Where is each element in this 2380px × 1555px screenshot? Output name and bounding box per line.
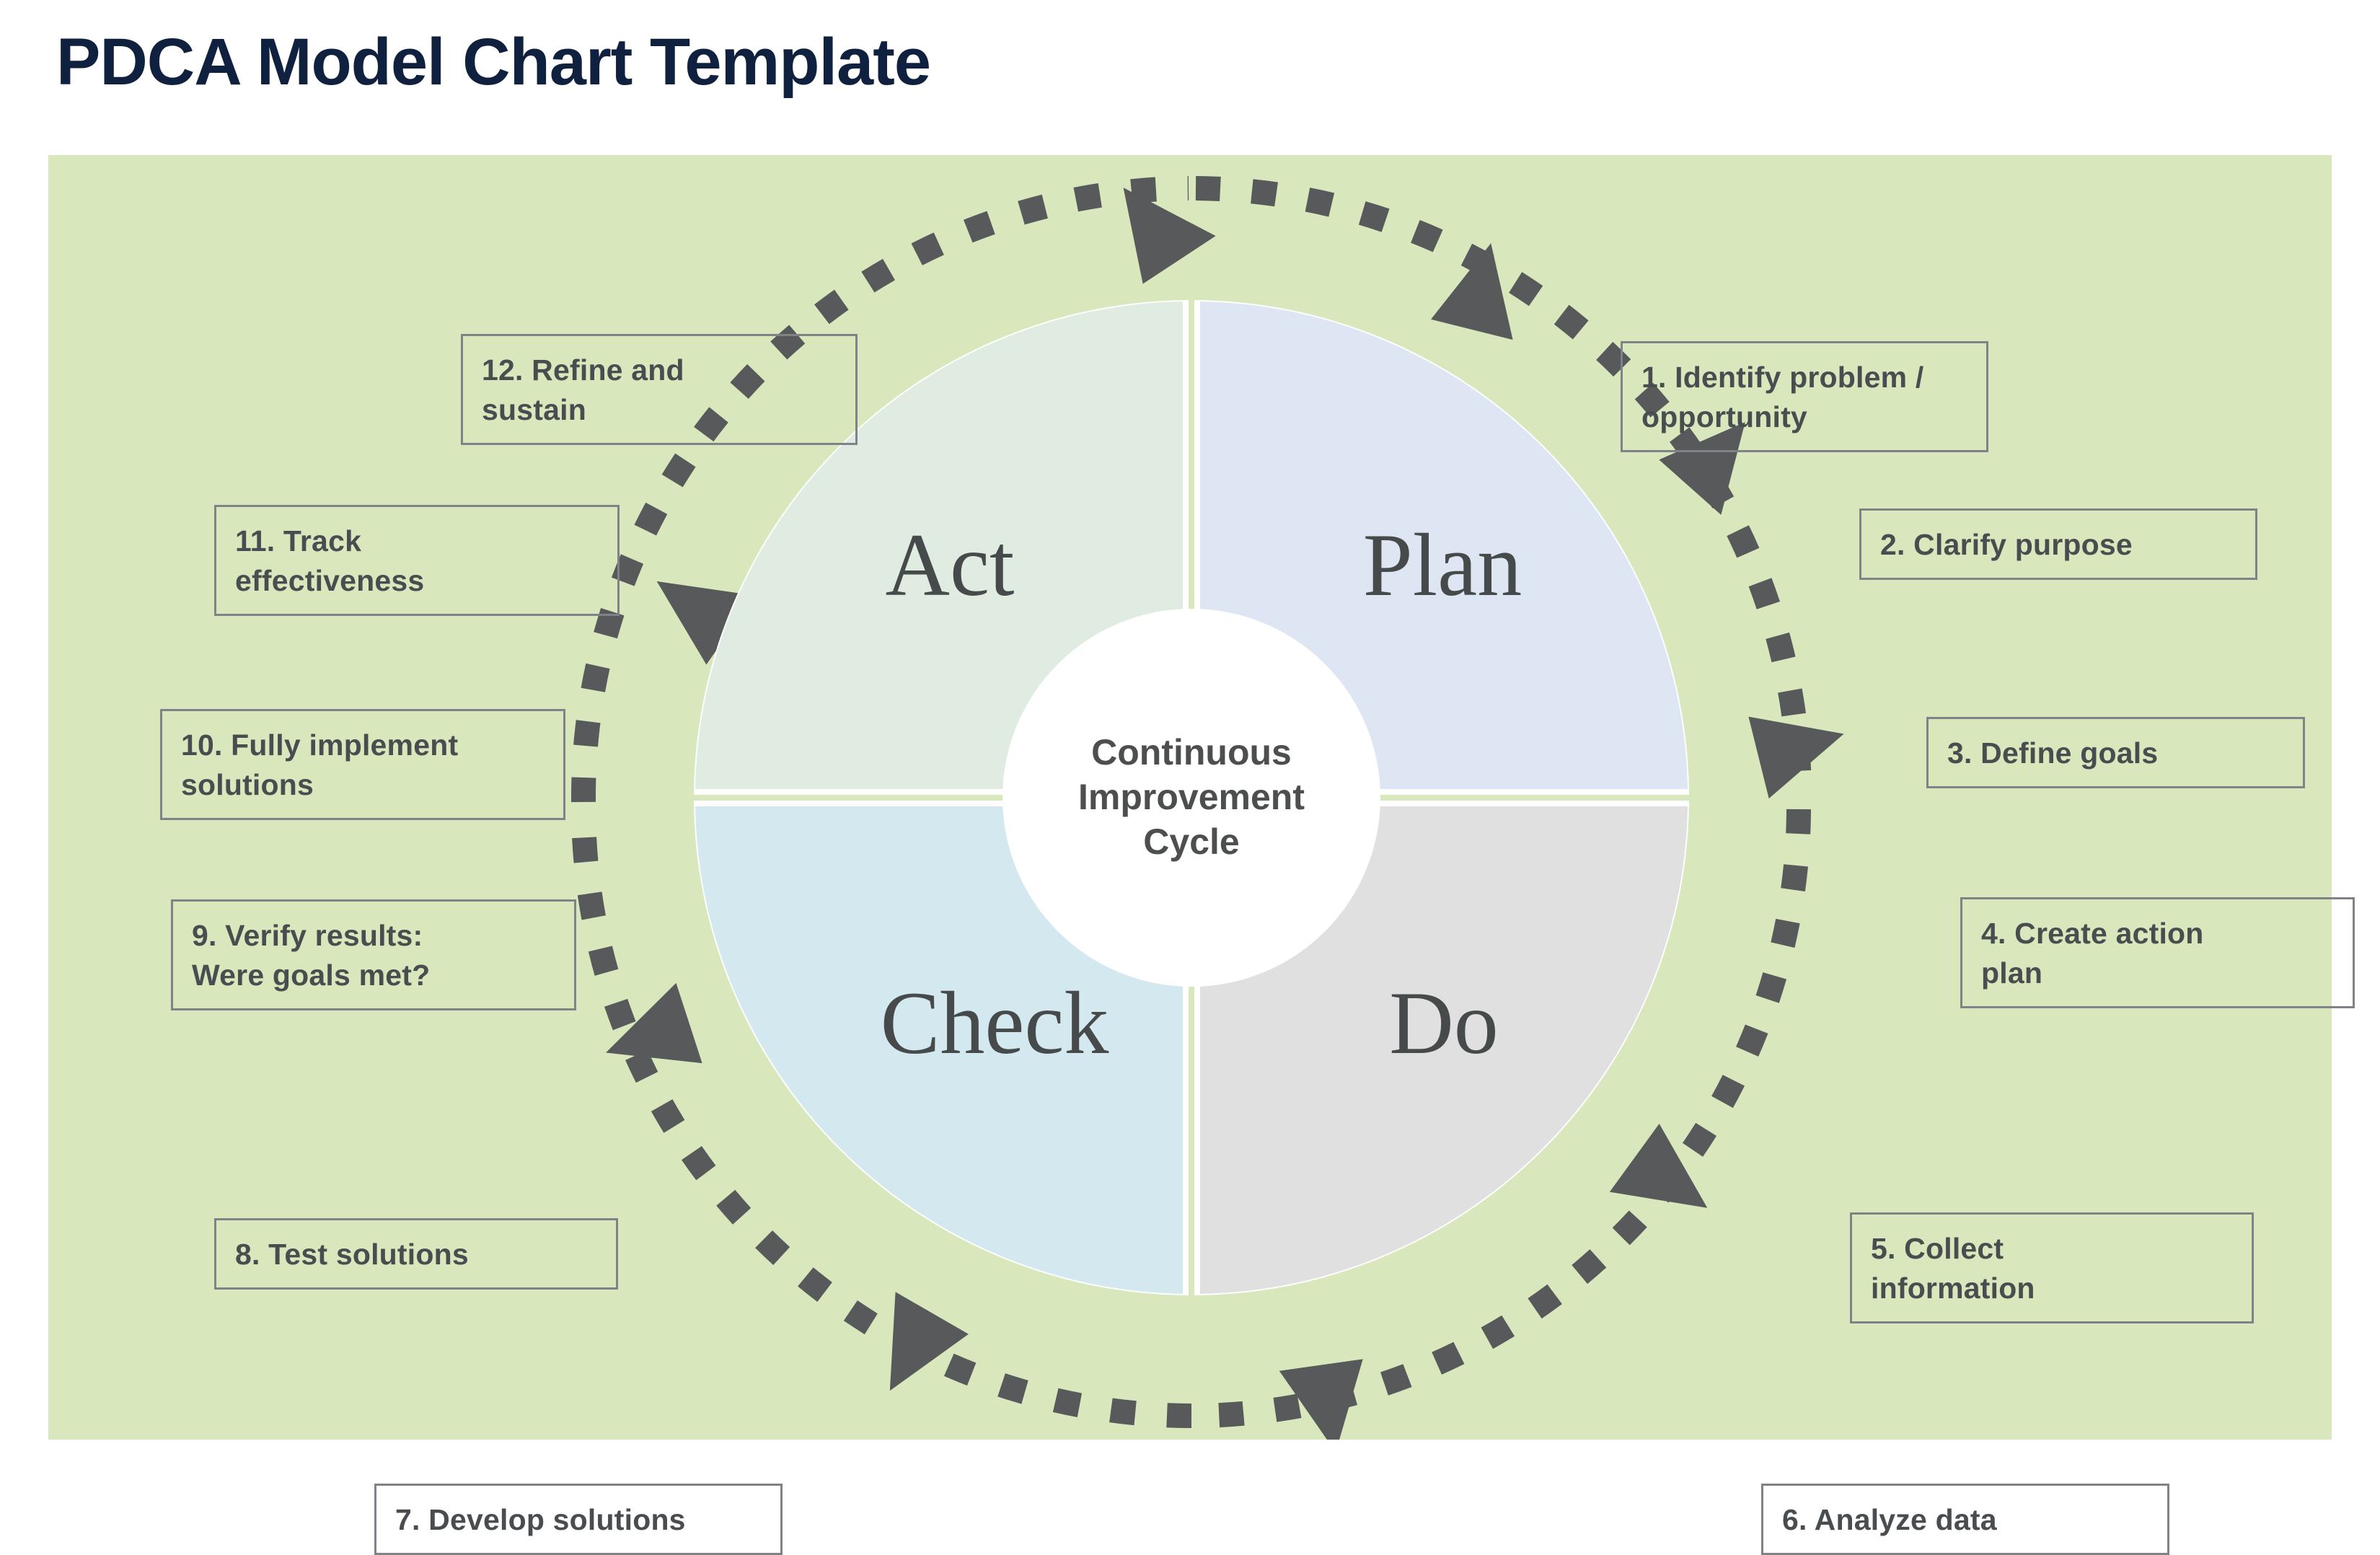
step-box-6[interactable]: 6. Analyze data bbox=[1761, 1484, 2169, 1555]
step-11-line-1: 11. Track bbox=[235, 524, 362, 558]
arrowhead-lower-right bbox=[1609, 1124, 1708, 1208]
quadrant-labels: Plan Do Check Act bbox=[881, 516, 1522, 1072]
arrowhead-top-left bbox=[1123, 188, 1216, 284]
center-hub-text: Continuous Improvement Cycle bbox=[1078, 732, 1305, 862]
center-line-3: Cycle bbox=[1143, 821, 1239, 862]
step-box-10[interactable]: 10. Fully implement solutions bbox=[160, 709, 565, 820]
step-1-line-2: opportunity bbox=[1641, 400, 1807, 433]
quadrant-label-check: Check bbox=[881, 974, 1109, 1072]
step-box-8[interactable]: 8. Test solutions bbox=[214, 1218, 618, 1290]
step-box-7[interactable]: 7. Develop solutions bbox=[374, 1484, 783, 1555]
arrowhead-upper-right bbox=[1431, 243, 1513, 340]
step-box-3[interactable]: 3. Define goals bbox=[1926, 717, 2305, 788]
step-10-line-2: solutions bbox=[181, 767, 314, 801]
step-box-9[interactable]: 9. Verify results: Were goals met? bbox=[171, 899, 576, 1010]
page-title: PDCA Model Chart Template bbox=[56, 25, 931, 99]
step-box-5[interactable]: 5. Collect information bbox=[1850, 1212, 2254, 1323]
step-5-line-2: information bbox=[1871, 1271, 2035, 1305]
arrowhead-bottom bbox=[1279, 1359, 1363, 1440]
step-2-line-1: 2. Clarify purpose bbox=[1880, 528, 2133, 561]
ring-arc-plan bbox=[1195, 176, 1812, 803]
step-9-line-2: Were goals met? bbox=[192, 958, 431, 992]
center-line-1: Continuous bbox=[1091, 732, 1292, 772]
step-7-line-1: 7. Develop solutions bbox=[395, 1503, 686, 1536]
quadrant-label-do: Do bbox=[1389, 974, 1499, 1072]
diagram-panel: Plan Do Check Act Continuous Improvement… bbox=[48, 155, 2355, 1555]
step-box-2[interactable]: 2. Clarify purpose bbox=[1859, 508, 2257, 580]
pdca-wheel: Plan Do Check Act Continuous Improvement… bbox=[570, 176, 1844, 1440]
step-box-12[interactable]: 12. Refine and sustain bbox=[461, 334, 858, 445]
step-11-line-2: effectiveness bbox=[235, 563, 425, 597]
arrowhead-right bbox=[1748, 716, 1844, 799]
cycle-arrow-ring bbox=[570, 176, 1844, 1440]
step-5-line-1: 5. Collect bbox=[1871, 1232, 2004, 1265]
step-9-line-1: 9. Verify results: bbox=[192, 919, 423, 952]
step-4-line-2: plan bbox=[1981, 956, 2043, 990]
center-hub[interactable] bbox=[1002, 609, 1380, 987]
step-10-line-1: 10. Fully implement bbox=[181, 728, 459, 762]
step-box-4[interactable]: 4. Create action plan bbox=[1960, 897, 2355, 1008]
step-12-line-1: 12. Refine and bbox=[482, 353, 684, 387]
pdca-donut bbox=[693, 299, 1690, 1296]
ring-arc-check bbox=[571, 809, 1192, 1428]
step-box-1[interactable]: 1. Identify problem / opportunity bbox=[1621, 341, 1988, 452]
arrowhead-left-upper bbox=[656, 581, 755, 665]
step-12-line-2: sustain bbox=[482, 392, 586, 426]
quadrant-label-plan: Plan bbox=[1363, 516, 1522, 614]
step-8-line-1: 8. Test solutions bbox=[235, 1238, 469, 1271]
arrowhead-bottom-left bbox=[889, 1292, 969, 1391]
step-1-line-1: 1. Identify problem / bbox=[1641, 361, 1924, 394]
step-3-line-1: 3. Define goals bbox=[1947, 736, 2159, 770]
center-line-2: Improvement bbox=[1078, 777, 1305, 817]
arrowhead-left-lower bbox=[606, 982, 702, 1064]
step-4-line-1: 4. Create action bbox=[1981, 917, 2204, 950]
ring-arc-act bbox=[570, 176, 1189, 803]
arrowhead-right-upper bbox=[1659, 422, 1745, 515]
step-6-line-1: 6. Analyze data bbox=[1782, 1503, 1997, 1536]
screenshot-canvas: PDCA Model Chart Template bbox=[48, 25, 2355, 1555]
quadrant-label-act: Act bbox=[885, 516, 1014, 614]
step-box-11[interactable]: 11. Track effectiveness bbox=[214, 505, 620, 616]
